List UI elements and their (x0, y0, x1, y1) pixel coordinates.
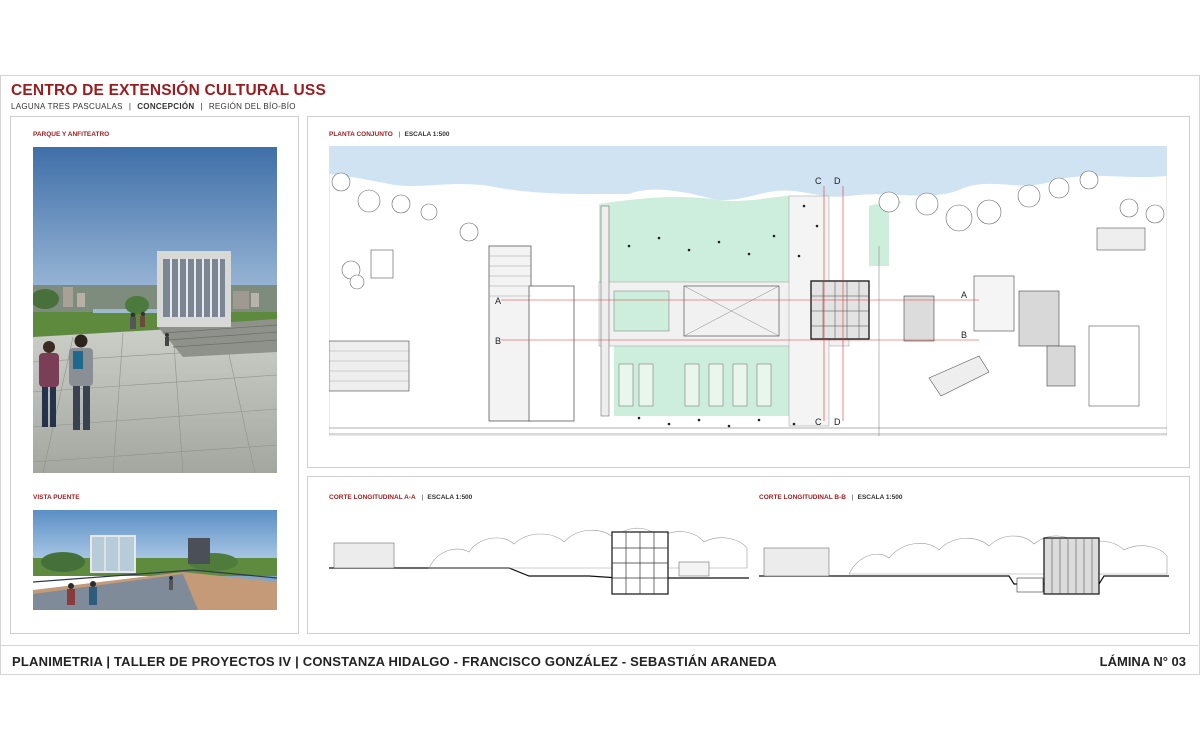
puente-label: VISTA PUENTE (33, 494, 80, 501)
parque-render-image (33, 147, 277, 473)
plan-marker-b-right: B (961, 330, 967, 340)
section-b-drawing (759, 518, 1169, 598)
sheet-number: LÁMINA N° 03 (1099, 654, 1186, 669)
plan-marker-b-left: B (495, 336, 501, 346)
plan-marker-c-bottom: C (815, 417, 822, 427)
project-subtitle: LAGUNA TRES PASCUALAS|CONCEPCIÓN|REGIÓN … (11, 102, 296, 111)
puente-render-image (33, 510, 277, 610)
subtitle-city: CONCEPCIÓN (137, 102, 195, 111)
corte-b-title: CORTE LONGITUDINAL B-B (759, 494, 846, 501)
sections-panel (307, 476, 1190, 634)
section-a-drawing (329, 518, 749, 598)
parque-label: PARQUE Y ANFITEATRO (33, 131, 110, 138)
corte-b-scale: ESCALA 1:500 (857, 494, 903, 501)
footer-credits: PLANIMETRIA | TALLER DE PROYECTOS IV | C… (12, 654, 777, 669)
subtitle-place: LAGUNA TRES PASCUALAS (11, 102, 123, 111)
planta-title: PLANTA CONJUNTO (329, 131, 393, 138)
subtitle-region: REGIÓN DEL BÍO-BÍO (208, 102, 296, 111)
footer-bar: PLANIMETRIA | TALLER DE PROYECTOS IV | C… (0, 645, 1198, 674)
site-plan-drawing: A B A B C D C D (329, 146, 1167, 436)
plan-marker-d-top: D (834, 176, 841, 186)
corte-b-label: CORTE LONGITUDINAL B-B|ESCALA 1:500 (759, 494, 903, 501)
corte-a-label: CORTE LONGITUDINAL A-A|ESCALA 1:500 (329, 494, 473, 501)
plan-marker-c-top: C (815, 176, 822, 186)
project-title: CENTRO DE EXTENSIÓN CULTURAL USS (11, 82, 326, 99)
planta-label: PLANTA CONJUNTO|ESCALA 1:500 (329, 131, 450, 138)
corte-a-title: CORTE LONGITUDINAL A-A (329, 494, 416, 501)
plan-marker-a-left: A (495, 296, 501, 306)
plan-marker-a-right: A (961, 290, 967, 300)
corte-a-scale: ESCALA 1:500 (427, 494, 473, 501)
planta-scale: ESCALA 1:500 (404, 131, 450, 138)
plan-marker-d-bottom: D (834, 417, 841, 427)
